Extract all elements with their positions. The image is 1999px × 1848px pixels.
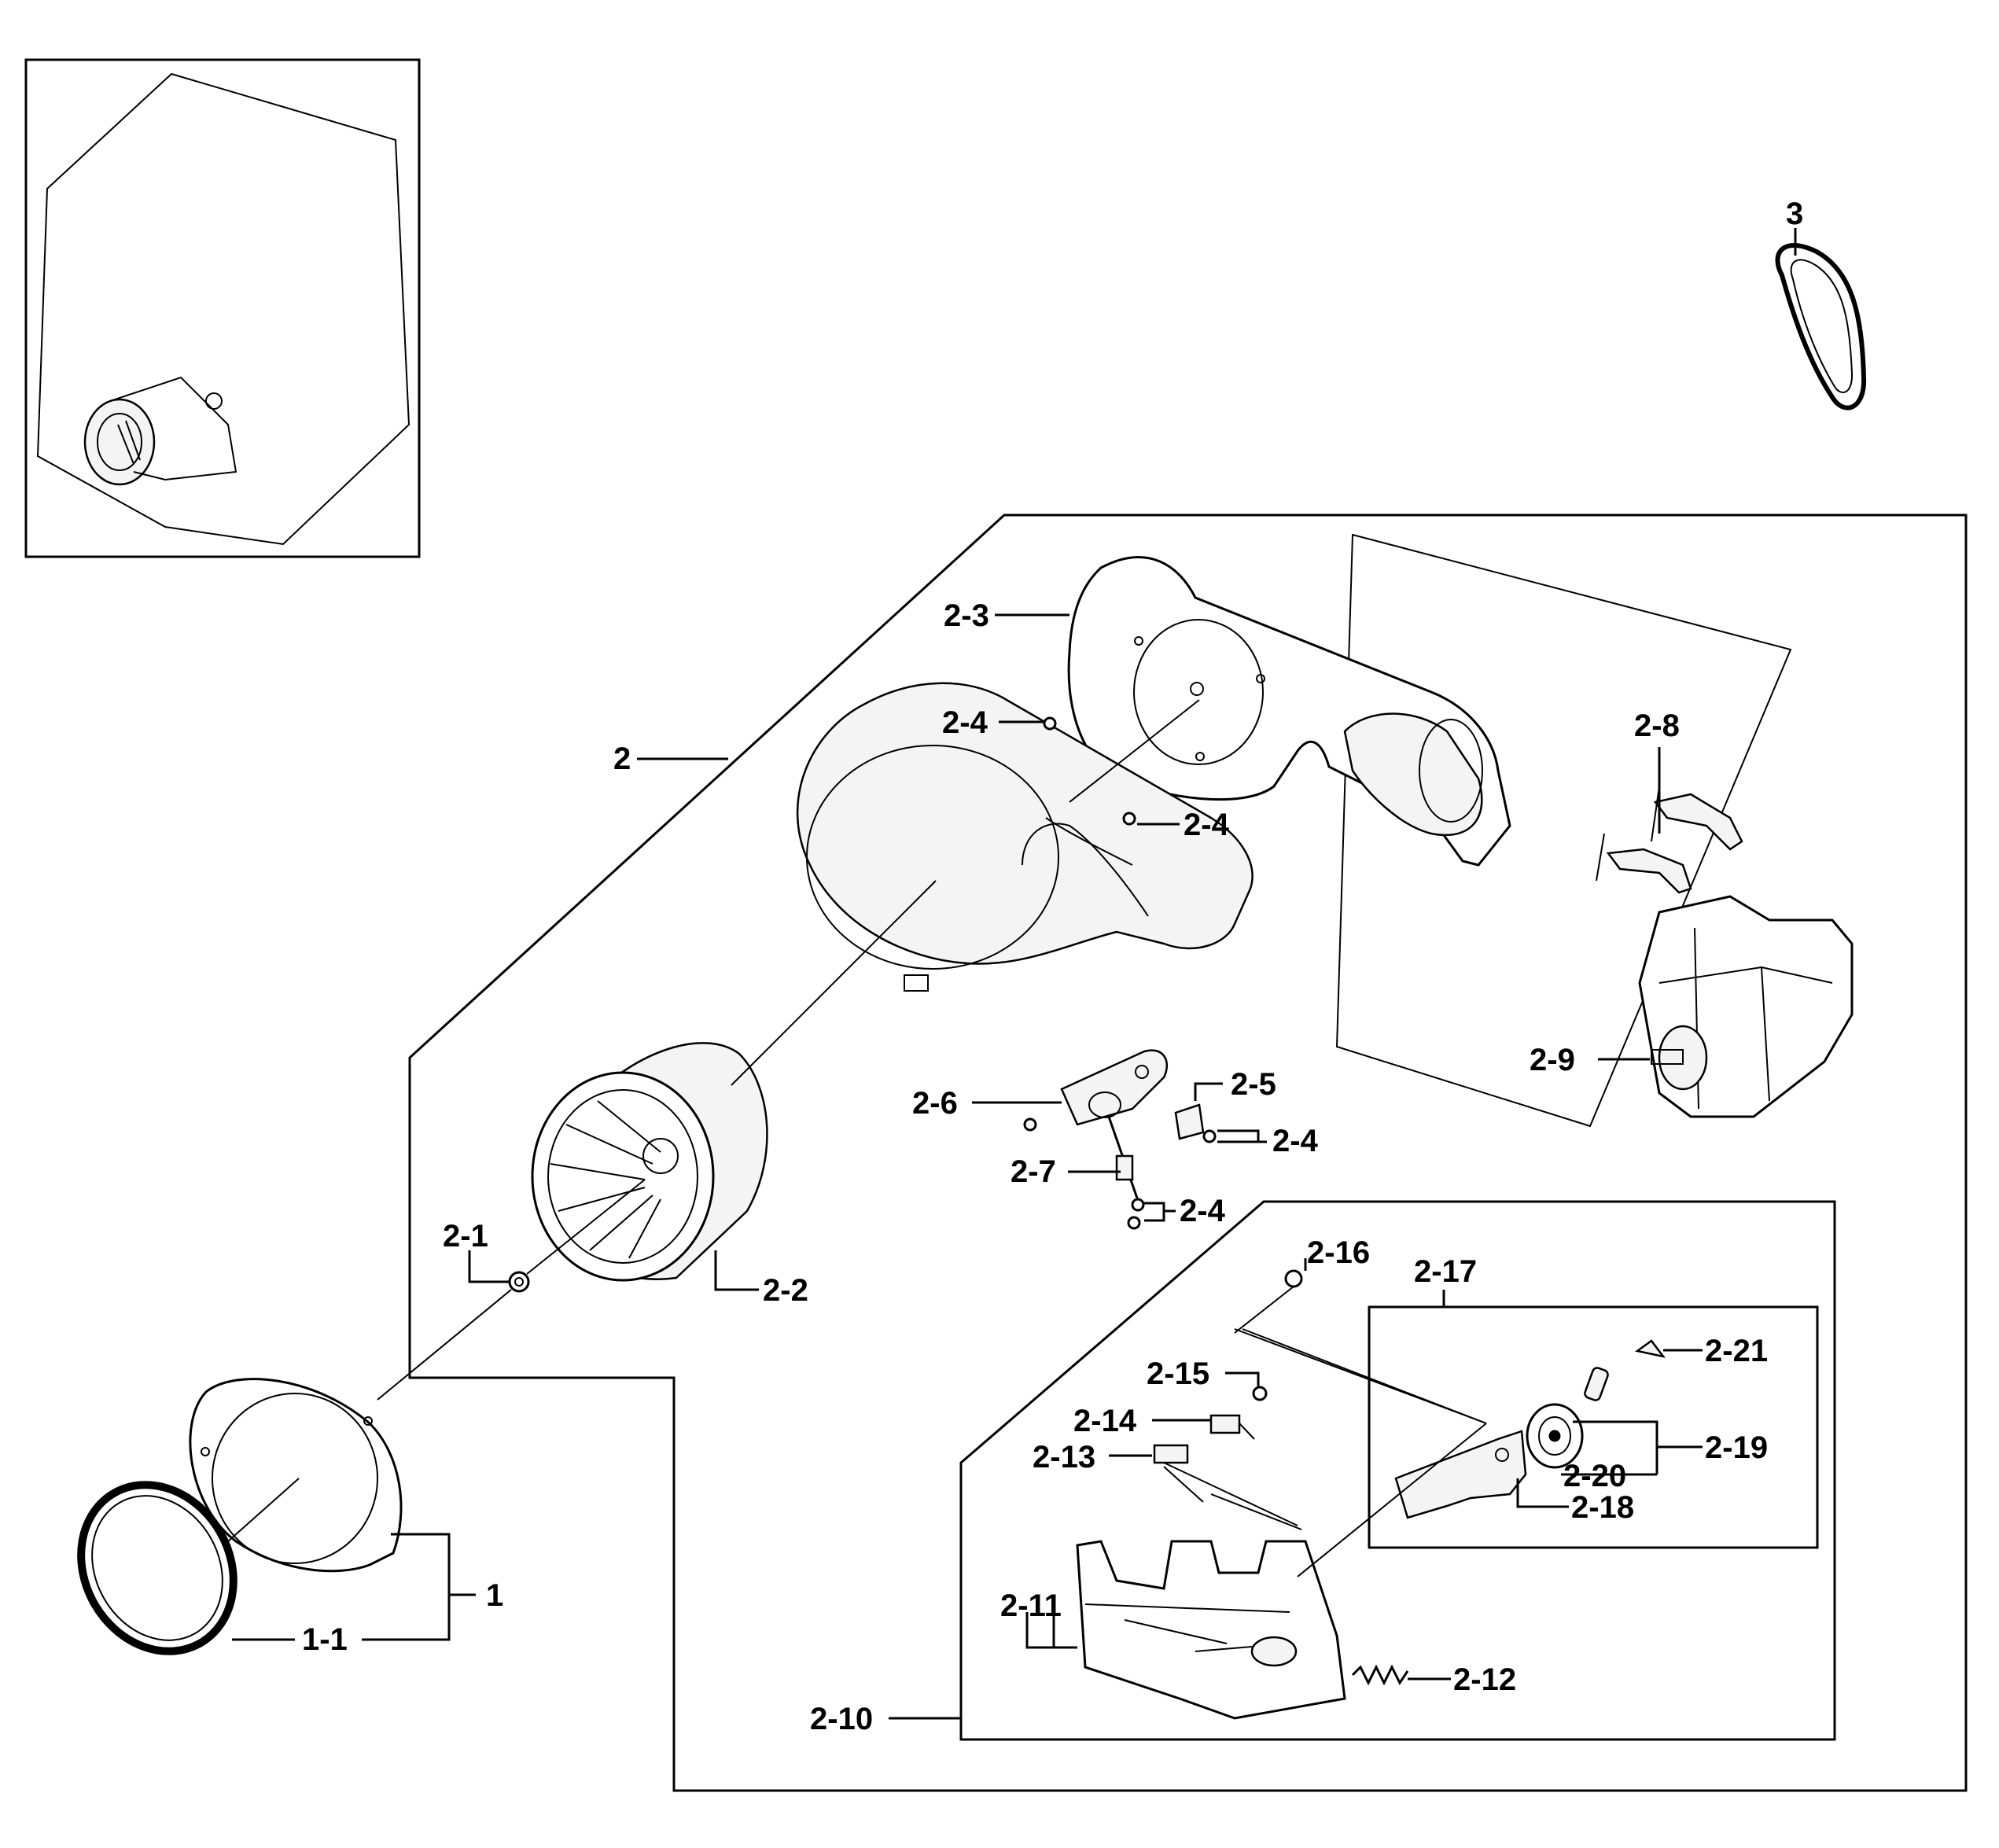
callout-2-20: 2-20 (1563, 1459, 1626, 1493)
callout-1-1: 1-1 (302, 1622, 348, 1657)
screw-2-15 (1252, 1386, 1268, 1401)
hub-nut-2-1 (508, 1271, 530, 1293)
callout-2-1: 2-1 (443, 1219, 488, 1253)
spring-2-12 (1351, 1664, 1409, 1686)
clips-2-8 (1596, 786, 1743, 894)
callout-2-10: 2-10 (810, 1702, 873, 1736)
inlet-cover-1 (189, 1378, 403, 1573)
callout-2-2: 2-2 (763, 1273, 808, 1308)
screw-2-16 (1284, 1269, 1303, 1288)
locator-inset (24, 58, 421, 558)
gasket-1-1 (77, 1481, 237, 1655)
callout-2-14: 2-14 (1073, 1404, 1137, 1438)
motor-2-9 (1638, 895, 1854, 1118)
alignment-lines (227, 699, 1487, 1577)
callout-2-17: 2-17 (1414, 1254, 1477, 1289)
callout-2-5: 2-5 (1231, 1067, 1276, 1102)
screws-2-4 (1023, 716, 1217, 1230)
assembly-2-10-boundary (959, 1200, 1836, 1741)
callout-labels: 1 1-1 2 2-1 2-2 2-3 2-4 2-4 2-4 2-4 2-5 … (302, 197, 1803, 1736)
blower-housing-front (796, 682, 1254, 992)
bearing-mount-2-6 (1060, 1049, 1169, 1126)
assembly-2-boundary (408, 514, 1968, 1792)
callout-1: 1 (486, 1578, 503, 1613)
shaft-2-7 (1107, 1116, 1142, 1208)
blower-wheel-2-2 (531, 1042, 768, 1282)
callout-2-18: 2-18 (1571, 1490, 1634, 1525)
callout-2-4-d: 2-4 (1180, 1194, 1226, 1228)
callout-2-9: 2-9 (1530, 1043, 1575, 1077)
idler-pulley-2-19 (1526, 1403, 1584, 1469)
assembly-2-17-box (1368, 1305, 1819, 1549)
sensor-2-14 (1209, 1414, 1255, 1440)
callout-3: 3 (1786, 197, 1803, 231)
callout-2-16: 2-16 (1307, 1235, 1370, 1270)
blower-housing-rear-2-3 (1067, 556, 1511, 867)
mounting-bracket-2-11 (1076, 1540, 1346, 1720)
shaft-2-20 (1584, 1367, 1609, 1401)
callout-2: 2 (613, 742, 631, 776)
callout-2-19: 2-19 (1705, 1430, 1768, 1465)
callout-2-11: 2-11 (1000, 1588, 1062, 1623)
retainer-2-21 (1634, 1339, 1666, 1358)
leader-lines (232, 228, 1797, 1720)
callout-2-6: 2-6 (912, 1086, 958, 1121)
callout-2-13: 2-13 (1033, 1440, 1095, 1474)
callout-2-7: 2-7 (1011, 1154, 1056, 1189)
callout-2-3: 2-3 (944, 598, 989, 633)
motor-region-outline (1335, 533, 1792, 1128)
callout-2-8: 2-8 (1634, 709, 1680, 743)
callout-2-21: 2-21 (1705, 1334, 1768, 1368)
switch-2-13 (1153, 1444, 1189, 1464)
callout-2-4-a: 2-4 (942, 705, 988, 740)
callout-2-15: 2-15 (1147, 1357, 1209, 1391)
motor-bracket-2-18 (1394, 1430, 1527, 1519)
sensor-2-5 (1174, 1103, 1205, 1140)
drive-belt (1775, 242, 1867, 410)
callout-2-4-b: 2-4 (1184, 808, 1230, 842)
locator-blower-thumbnail (83, 376, 237, 486)
callout-2-4-c: 2-4 (1272, 1124, 1319, 1158)
callout-2-12: 2-12 (1453, 1662, 1516, 1697)
